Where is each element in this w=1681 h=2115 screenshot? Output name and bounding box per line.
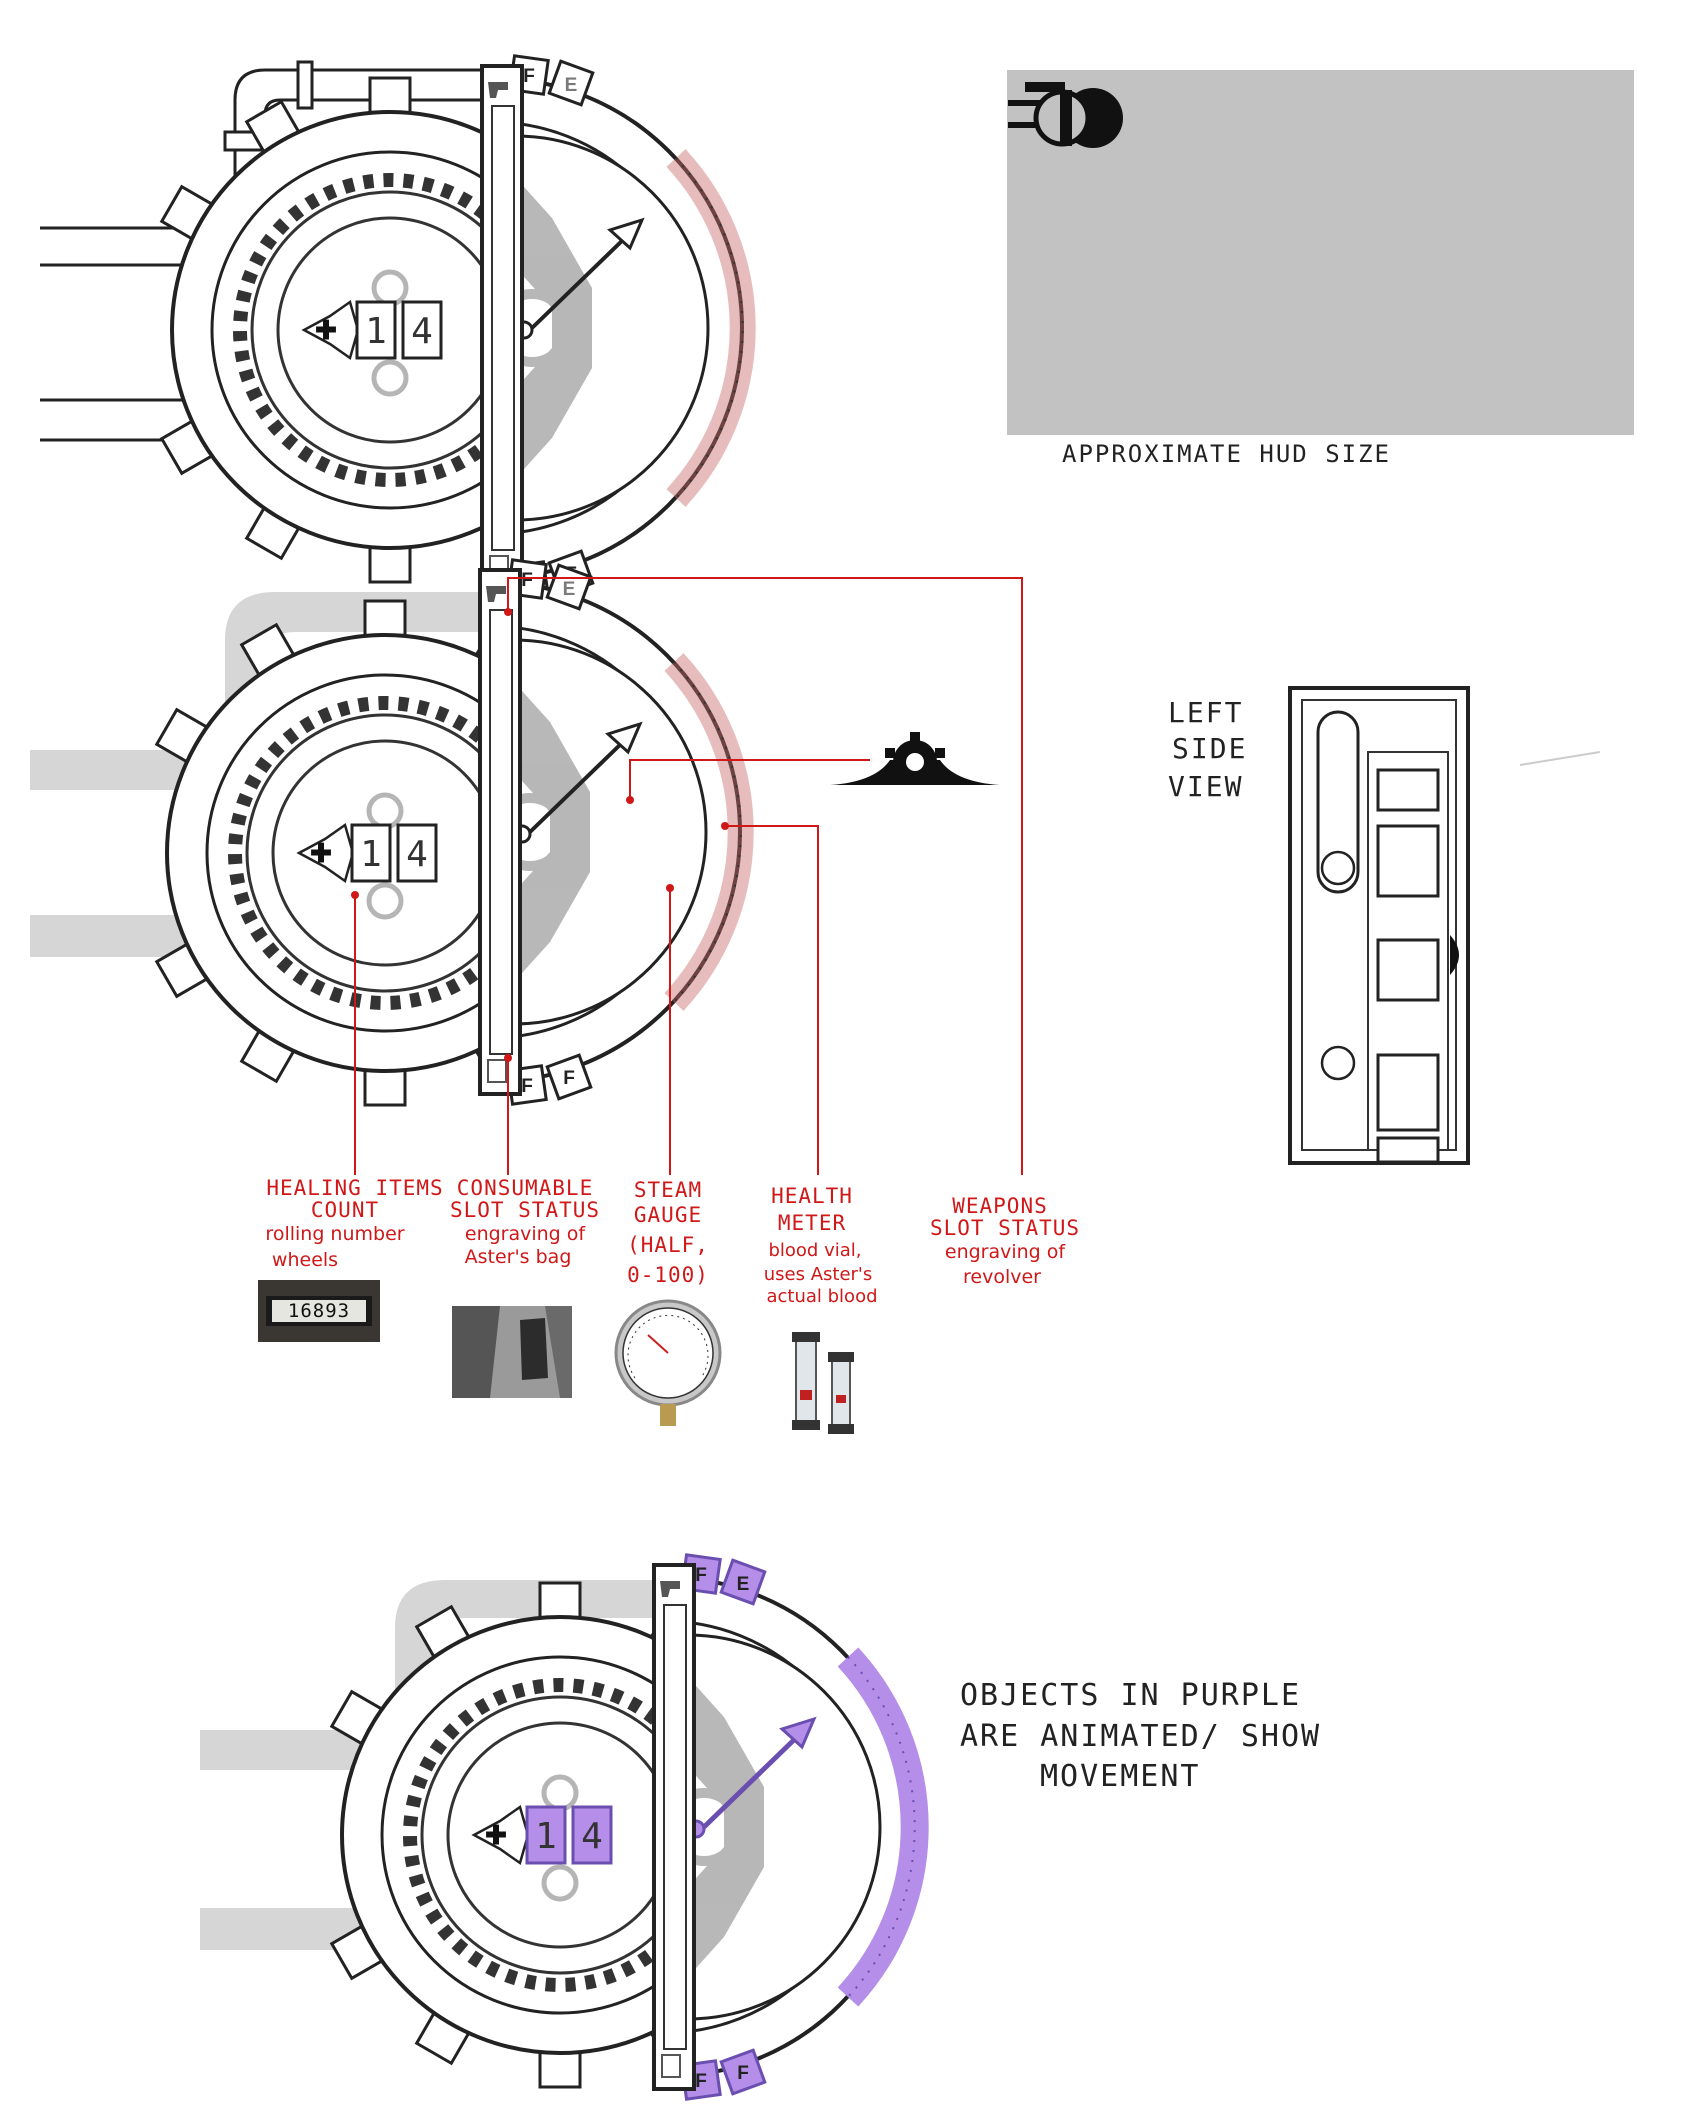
- counter-digit-2: 4: [581, 1816, 603, 1857]
- steam-title-4: 0-100): [627, 1263, 709, 1287]
- health-note-3: actual blood: [766, 1286, 877, 1307]
- blood-vial-photo: [792, 1332, 854, 1434]
- side-view-label-1: LEFT: [1168, 696, 1243, 729]
- steam-title-1: STEAM: [634, 1178, 702, 1202]
- health-meter: [666, 149, 756, 507]
- counter-reference-photo: 16893: [258, 1280, 380, 1342]
- health-title-1: HEALTH: [771, 1184, 853, 1208]
- counter-wheel: [350, 823, 392, 883]
- healing-title-2: COUNT: [311, 1198, 379, 1222]
- counter-wheel: [401, 300, 443, 360]
- weapon-slot-label-1: F: [695, 1565, 707, 1586]
- hud-sketch-1: 1 4 F E F F: [40, 54, 756, 602]
- left-side-view: LEFT SIDE VIEW: [1168, 686, 1601, 1165]
- health-title-2: METER: [778, 1211, 846, 1235]
- consumable-slot-label-2: F: [563, 1068, 575, 1089]
- consumable-title-2: SLOT STATUS: [450, 1198, 600, 1222]
- weapon-slot-label-2: E: [565, 75, 578, 96]
- purple-note-line-3: MOVEMENT: [1040, 1759, 1201, 1794]
- hud-size-caption: APPROXIMATE HUD SIZE: [1062, 440, 1391, 468]
- counter-digit-1: 1: [365, 311, 387, 352]
- health-note-2: uses Aster's: [764, 1264, 873, 1285]
- annotation-health: HEALTH METER blood vial, uses Aster's ac…: [764, 1184, 878, 1434]
- steam-title-3: (HALF,: [627, 1233, 709, 1257]
- counter-reference-value: 16893: [288, 1300, 350, 1322]
- weapon-slot-label-1: F: [521, 570, 533, 591]
- hud-animated: 1 4 F E F F: [200, 1553, 929, 2101]
- steam-title-2: GAUGE: [634, 1203, 702, 1227]
- consumable-note-1: engraving of: [465, 1223, 587, 1245]
- purple-note-line-1: OBJECTS IN PURPLE: [960, 1678, 1301, 1713]
- annotation-leaders: [354, 577, 1023, 1175]
- health-note-1: blood vial,: [768, 1240, 861, 1261]
- consumable-title-1: CONSUMABLE: [457, 1176, 593, 1200]
- consumable-slot-label-1: F: [695, 2071, 707, 2092]
- consumable-note-2: Aster's bag: [465, 1246, 572, 1268]
- weapons-title-1: WEAPONS: [952, 1194, 1048, 1218]
- healing-note-1: rolling number: [265, 1223, 404, 1245]
- annotation-consumable: CONSUMABLE SLOT STATUS engraving of Aste…: [450, 1176, 600, 1398]
- annotation-healing: HEALING ITEMS COUNT rolling number wheel…: [258, 1176, 443, 1342]
- counter-digit-2: 4: [406, 834, 428, 875]
- annotation-weapons: WEAPONS SLOT STATUS engraving of revolve…: [930, 1194, 1080, 1288]
- bag-reference-photo: [452, 1306, 572, 1398]
- annotation-steam: STEAM GAUGE (HALF, 0-100): [614, 1178, 722, 1426]
- weapon-slot-label-2: E: [737, 1574, 750, 1595]
- weapon-slot-label-1: F: [523, 66, 535, 87]
- pressure-gauge-photo: [614, 1299, 722, 1426]
- hud-annotated: 1 4 F E F F: [30, 558, 1080, 1434]
- counter-wheel: [355, 300, 397, 360]
- counter-wheel: [396, 823, 438, 883]
- counter-wheel-animated: [571, 1805, 613, 1865]
- weapons-note-2: revolver: [963, 1266, 1041, 1288]
- weapons-note-1: engraving of: [945, 1241, 1067, 1263]
- purple-note-line-2: ARE ANIMATED/ SHOW: [960, 1719, 1321, 1754]
- weapon-slot-label-2: E: [563, 579, 576, 600]
- counter-digit-1: 1: [535, 1816, 557, 1857]
- health-meter: [664, 653, 754, 1011]
- side-view-label-2: SIDE: [1172, 732, 1247, 765]
- purple-note: OBJECTS IN PURPLE ARE ANIMATED/ SHOW MOV…: [960, 1678, 1321, 1794]
- health-meter-animated: [837, 1647, 929, 2007]
- healing-note-2: wheels: [272, 1249, 338, 1271]
- mini-hud-silhouette: [1008, 82, 1123, 148]
- healing-title-1: HEALING ITEMS: [266, 1176, 443, 1200]
- weapons-title-2: SLOT STATUS: [930, 1216, 1080, 1240]
- counter-digit-1: 1: [360, 834, 382, 875]
- side-view-label-3: VIEW: [1168, 770, 1243, 803]
- hud-size-preview: APPROXIMATE HUD SIZE: [1007, 70, 1634, 468]
- gear-emblem-icon: [830, 732, 1000, 785]
- consumable-slot-label-2: F: [737, 2063, 749, 2084]
- counter-digit-2: 4: [411, 311, 433, 352]
- counter-wheel-animated: [525, 1805, 567, 1865]
- consumable-slot-label-1: F: [521, 1076, 533, 1097]
